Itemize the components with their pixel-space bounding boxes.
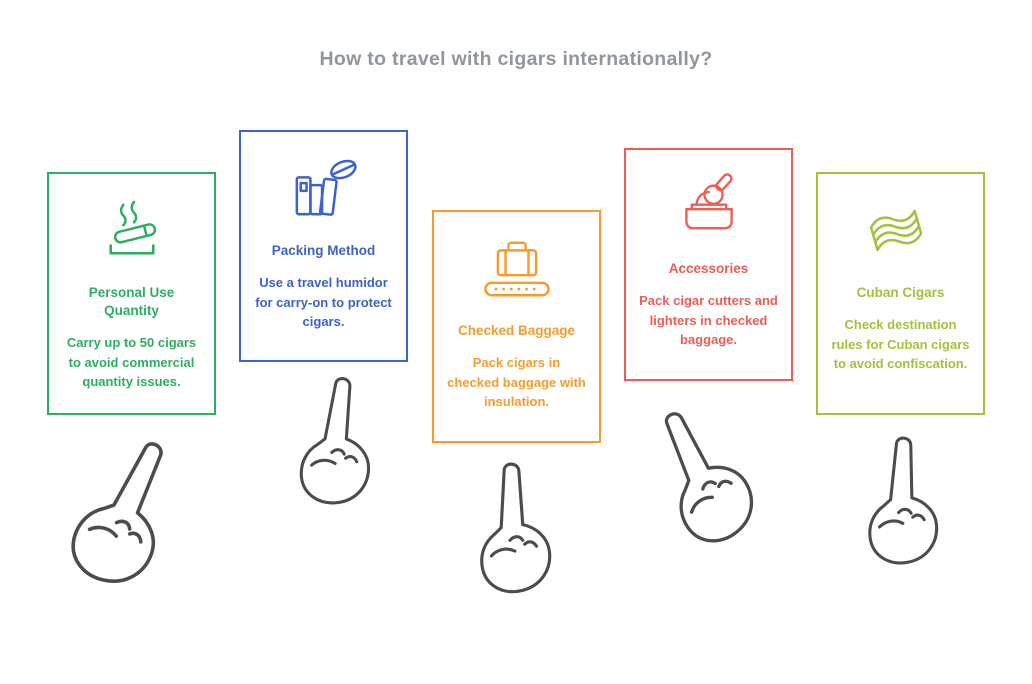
card-accessories: Accessories Pack cigar cutters and light… <box>624 148 793 381</box>
pointing-hand-icon <box>848 430 951 579</box>
pointing-hand-icon <box>35 414 209 614</box>
cigar-smoke-icon <box>97 194 167 266</box>
card-description: Pack cigar cutters and lighters in check… <box>639 293 778 348</box>
pointing-hand-icon <box>621 388 779 573</box>
suitcase-conveyor-icon <box>474 232 560 304</box>
card-title: Packing Method <box>271 243 376 258</box>
pointing-hand-icon <box>276 366 391 522</box>
card-description: Check destination rules for Cuban cigars… <box>831 317 970 372</box>
card-description: Use a travel humidor for carry-on to pro… <box>255 275 392 330</box>
card-title: Checked Baggage <box>457 323 576 338</box>
card-cuban-cigars: Cuban Cigars Check destination rules for… <box>816 172 985 415</box>
card-description: Pack cigars in checked baggage with insu… <box>447 355 586 410</box>
cigar-band-icon <box>863 194 939 266</box>
cigar-cutter-case-icon <box>668 170 750 242</box>
card-packing-method: Packing Method Use a travel humidor for … <box>239 130 408 362</box>
card-title: Accessories <box>668 261 749 276</box>
card-description: Carry up to 50 cigars to avoid commercia… <box>66 335 197 390</box>
card-title: Cuban Cigars <box>856 285 945 300</box>
card-checked-baggage: Checked Baggage Pack cigars in checked b… <box>432 210 601 443</box>
humidor-books-icon <box>287 152 361 224</box>
card-personal-use-quantity: Personal Use Quantity Carry up to 50 cig… <box>47 172 216 415</box>
card-title: Personal Use Quantity <box>88 285 175 319</box>
page-title: How to travel with cigars internationall… <box>319 48 713 70</box>
pointing-hand-icon <box>462 458 560 605</box>
